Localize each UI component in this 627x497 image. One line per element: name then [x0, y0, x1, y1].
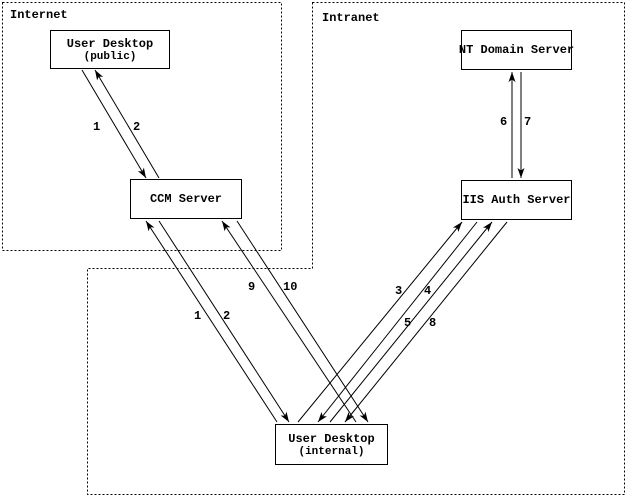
arrow-label-1-public: 1 [93, 120, 101, 134]
node-subtitle: (internal) [298, 445, 365, 458]
arrow-internal-desktop-to-ccm-b [221, 220, 357, 423]
node-title: IIS Auth Server [462, 193, 571, 207]
arrow-internal-desktop-to-ccm [145, 220, 278, 423]
arrow-label-1-internal: 1 [194, 309, 202, 323]
arrow-label-2-internal: 2 [223, 309, 231, 323]
arrow-label-9: 9 [248, 280, 256, 294]
arrow-label-8: 8 [429, 316, 437, 330]
internet-region-outline [2, 2, 282, 251]
arrow-ccm-to-internal-desktop [158, 220, 290, 423]
arrow-ccm-to-public-desktop [94, 69, 160, 179]
arrow-label-3: 3 [395, 284, 403, 298]
arrow-label-6: 6 [500, 115, 508, 129]
arrow-label-4: 4 [424, 284, 432, 298]
node-user-desktop-internal: User Desktop (internal) [275, 424, 388, 465]
arrow-label-2-public: 2 [133, 120, 141, 134]
node-nt-domain-server: NT Domain Server [458, 30, 575, 70]
arrow-label-10: 10 [283, 280, 298, 294]
arrow-iis-to-internal-desktop-a [317, 221, 478, 423]
arrow-label-7: 7 [524, 115, 532, 129]
intranet-region-label: Intranet [322, 11, 380, 25]
node-title: CCM Server [149, 192, 222, 206]
arrow-public-desktop-to-ccm [81, 69, 147, 179]
node-iis-auth-server: IIS Auth Server [461, 180, 572, 220]
node-title: User Desktop [66, 36, 154, 51]
arrow-iis-to-internal-desktop-b [344, 221, 508, 423]
node-title: User Desktop [288, 431, 375, 446]
node-user-desktop-public: User Desktop (public) [50, 30, 170, 69]
node-subtitle: (public) [83, 50, 137, 63]
internet-region-label: Internet [10, 8, 68, 22]
intranet-region-outline [87, 2, 625, 495]
node-ccm-server: CCM Server [130, 179, 242, 219]
arrow-internal-desktop-to-iis-b [329, 221, 493, 423]
arrow-ccm-to-internal-desktop-b [236, 220, 369, 423]
arrow-internal-desktop-to-iis-a [297, 221, 463, 423]
arrow-label-5: 5 [404, 316, 412, 330]
node-title: NT Domain Server [458, 43, 575, 57]
